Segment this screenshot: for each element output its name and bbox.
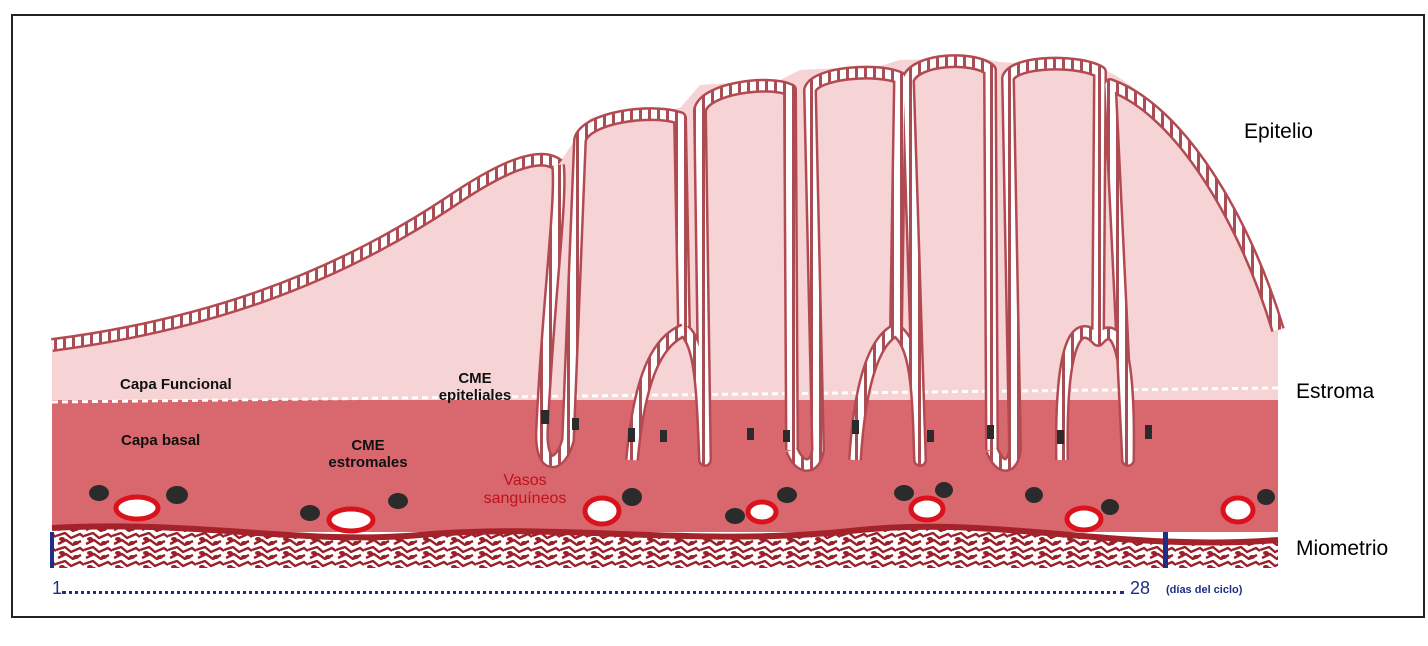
label-capa-funcional: Capa Funcional	[120, 376, 232, 393]
label-cme-epiteliales: CME epiteliales	[425, 370, 525, 404]
axis-dotted-line	[62, 576, 1124, 594]
axis-unit-label: (días del ciclo)	[1166, 584, 1242, 596]
axis-end-marker	[1163, 532, 1168, 568]
label-cme-estromales: CME estromales	[318, 437, 418, 471]
label-epitelio: Epitelio	[1244, 120, 1313, 144]
axis-end-label: 28	[1130, 578, 1150, 599]
label-estroma: Estroma	[1296, 380, 1374, 404]
label-miometrio: Miometrio	[1296, 537, 1388, 561]
axis-start-marker	[50, 532, 54, 568]
label-cme-epiteliales-line2: epiteliales	[425, 387, 525, 404]
label-vasos-sanguineos: Vasos sanguíneos	[460, 472, 590, 508]
label-vasos-line1: Vasos	[460, 472, 590, 490]
label-cme-estromales-line2: estromales	[318, 454, 418, 471]
label-cme-epiteliales-line1: CME	[425, 370, 525, 387]
axis-start-label: 1	[52, 578, 62, 599]
label-capa-basal: Capa basal	[121, 432, 200, 449]
label-vasos-line2: sanguíneos	[460, 490, 590, 508]
label-cme-estromales-line1: CME	[318, 437, 418, 454]
